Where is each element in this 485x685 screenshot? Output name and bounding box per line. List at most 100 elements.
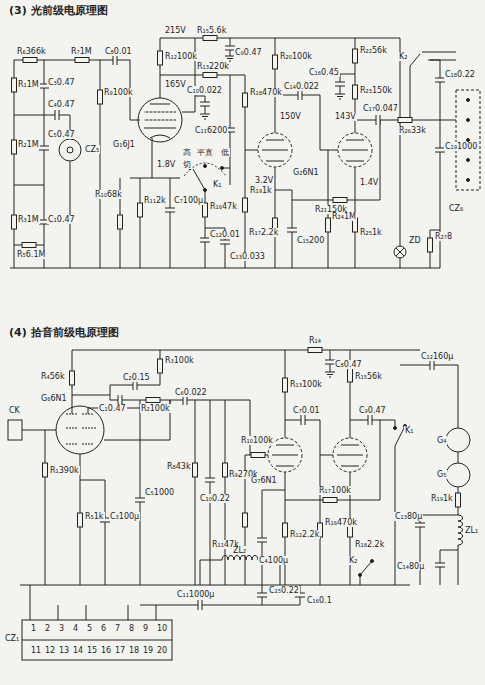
component-label: C₈0.47: [334, 360, 363, 369]
component-label: CZ₁: [4, 634, 20, 643]
component-label: R₅1k: [84, 512, 105, 521]
component-label: R₂₀100k: [279, 52, 313, 61]
component-label: R₈43k: [166, 462, 192, 471]
component-label: C₅1000: [144, 488, 175, 497]
component-label: C₄100μ: [258, 556, 289, 565]
component-label: C₁₃0.033: [229, 252, 266, 261]
pin-number: 8: [128, 624, 135, 633]
pin-number: 10: [156, 624, 168, 633]
component-label: C₁₆0.1: [306, 596, 333, 605]
component-label: 3.2V: [254, 176, 274, 185]
component-label: R₂₇8: [434, 232, 453, 241]
component-label: 165V: [164, 80, 187, 89]
component-label: R₇1M: [70, 47, 93, 56]
component-label: C₆0.022: [174, 388, 208, 397]
component-label: C₁₅200: [296, 236, 325, 245]
component-label: C₃0.47: [47, 78, 76, 87]
pin-number: 11: [30, 646, 42, 655]
component-label: C₁₅0.22: [268, 586, 300, 595]
component-label: CZ₆: [448, 204, 464, 213]
component-label: C₇100μ: [173, 196, 204, 205]
component-label: C₁0.47: [98, 404, 127, 413]
component-label: C₈0.01: [104, 47, 133, 56]
component-label: R₁₁2k: [143, 196, 167, 205]
component-label: C₁₆0.45: [308, 68, 340, 77]
component-label: R₁₉1k: [430, 494, 454, 503]
component-label: R₆366k: [16, 47, 47, 56]
component-label: K₁: [404, 426, 414, 435]
component-label: C₁₄0.022: [283, 82, 320, 91]
pin-number: 19: [142, 646, 154, 655]
component-label: C₂0.15: [122, 373, 151, 382]
component-label: R₁₂100k: [164, 52, 198, 61]
component-label: C₃100μ: [109, 512, 140, 521]
component-label: C₁₇0.047: [362, 104, 399, 113]
component-label: 低: [220, 148, 230, 157]
component-label: C₁₄80μ: [396, 562, 425, 571]
component-label: C₁₀0.22: [199, 494, 231, 503]
component-label: R₁₇100k: [318, 486, 352, 495]
component-label: R₃100k: [164, 356, 195, 365]
component-label: R₁₈2.2k: [354, 540, 385, 549]
component-label: R₁₉1k: [249, 186, 273, 195]
component-label: C₁0.47: [47, 215, 76, 224]
pin-number: 9: [142, 624, 149, 633]
component-label: G₁6J1: [112, 140, 136, 149]
component-label: 215V: [164, 26, 187, 35]
pin-number: 5: [86, 624, 93, 633]
component-label: R₂1M: [17, 140, 40, 149]
component-label: C₅0.47: [47, 130, 76, 139]
component-label: R₁390k: [49, 466, 80, 475]
component-label: 150V: [279, 112, 302, 121]
component-label: R₂₆33k: [398, 126, 427, 135]
component-label: R₁1M: [17, 80, 40, 89]
component-label: R₂₄1M: [331, 212, 357, 221]
component-label: ZL₂: [232, 546, 247, 555]
component-label: R₁₄: [308, 336, 322, 345]
component-label: G₇6N1: [250, 476, 278, 485]
component-label: C₉0.47: [358, 406, 387, 415]
component-label: G₄: [436, 436, 447, 445]
pin-number: 7: [114, 624, 121, 633]
component-label: C₁₁6200: [194, 126, 228, 135]
component-label: R₉100k: [103, 88, 134, 97]
pin-number: 18: [128, 646, 140, 655]
component-label: ZL₁: [464, 526, 479, 535]
component-label: C₁₀0.022: [186, 86, 223, 95]
pin-number: 3: [58, 624, 65, 633]
component-label: 平直: [196, 148, 214, 157]
component-label: C₁₉1000: [444, 142, 478, 151]
component-label: R₁₅5.6k: [196, 26, 227, 35]
component-label: K₂: [348, 556, 358, 565]
component-label: R₂100k: [140, 404, 171, 413]
component-label: R₁₈470k: [249, 88, 283, 97]
pin-number: 12: [44, 646, 56, 655]
pin-number: 20: [156, 646, 168, 655]
component-label: R₂₂56k: [359, 46, 388, 55]
component-label: R₁₂2.2k: [289, 530, 320, 539]
pin-number: 2: [44, 624, 51, 633]
component-label: 切: [182, 160, 192, 169]
component-label: G₆6N1: [40, 394, 68, 403]
component-label: C₄0.47: [47, 100, 76, 109]
component-label: R₅6.1M: [16, 250, 46, 259]
component-label: G₅: [436, 470, 447, 479]
pin-number: 17: [114, 646, 126, 655]
component-label: R₁₆47k: [209, 202, 238, 211]
component-label: ZD: [408, 236, 422, 245]
pin-number: 6: [100, 624, 107, 633]
pin-number: 16: [100, 646, 112, 655]
component-label: R₁₃100k: [289, 380, 323, 389]
section-title: (3) 光前级电原理图: [8, 4, 109, 17]
pin-number: 15: [86, 646, 98, 655]
component-label: K₁: [212, 180, 222, 189]
component-label: C₁₈0.22: [444, 70, 476, 79]
pin-number: 1: [30, 624, 37, 633]
component-label: 1.4V: [359, 178, 379, 187]
component-label: R₁₃220k: [196, 62, 230, 71]
component-label: R₁₆470k: [324, 518, 358, 527]
component-label: R₂₃150k: [359, 86, 393, 95]
pin-number: 4: [72, 624, 79, 633]
